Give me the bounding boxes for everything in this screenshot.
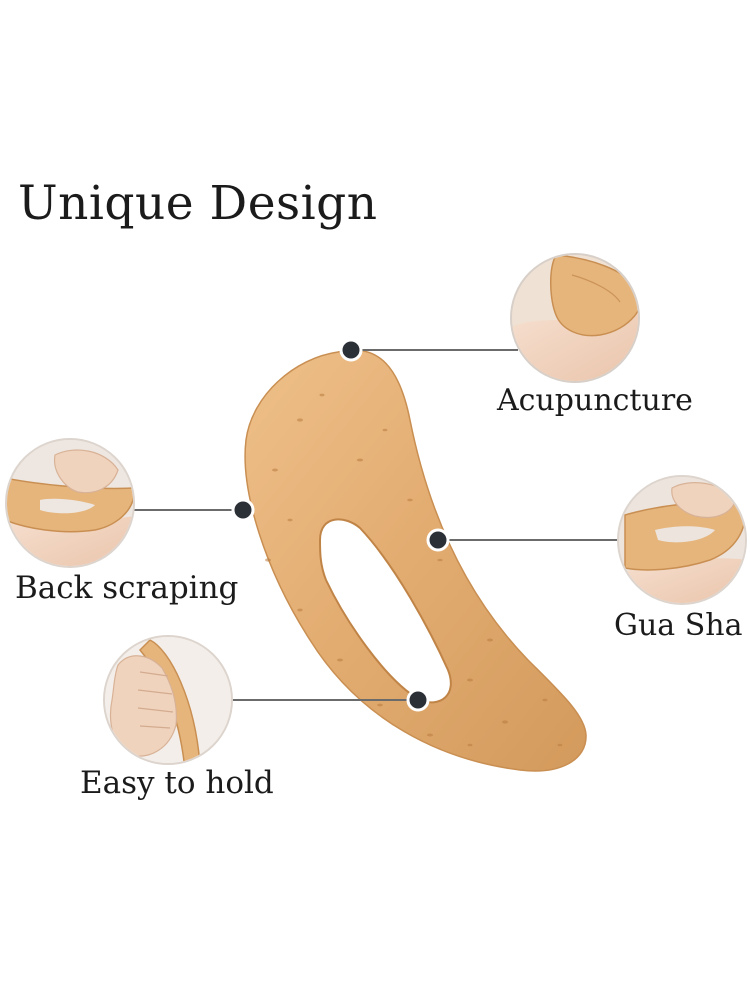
label-acupuncture: Acupuncture bbox=[497, 383, 693, 418]
inset-acupuncture bbox=[510, 253, 640, 383]
dot-back-scraping bbox=[231, 498, 255, 522]
label-back-scraping: Back scraping bbox=[15, 570, 239, 606]
inset-gua-sha bbox=[617, 475, 747, 605]
page-title: Unique Design bbox=[18, 176, 378, 231]
wood-grain bbox=[265, 393, 563, 747]
dot-acupuncture bbox=[339, 338, 363, 362]
inset-back-scraping bbox=[5, 438, 135, 568]
wooden-gua-sha-tool bbox=[244, 349, 587, 772]
dot-gua-sha bbox=[426, 528, 450, 552]
dot-easy-to-hold bbox=[406, 688, 430, 712]
tool-body bbox=[244, 349, 587, 772]
handle-hole bbox=[318, 518, 452, 704]
leader-lines bbox=[132, 349, 620, 701]
callout-dots bbox=[231, 338, 450, 712]
label-easy-to-hold: Easy to hold bbox=[80, 765, 274, 801]
inset-easy-to-hold bbox=[103, 635, 233, 765]
label-gua-sha: Gua Sha bbox=[614, 608, 743, 643]
